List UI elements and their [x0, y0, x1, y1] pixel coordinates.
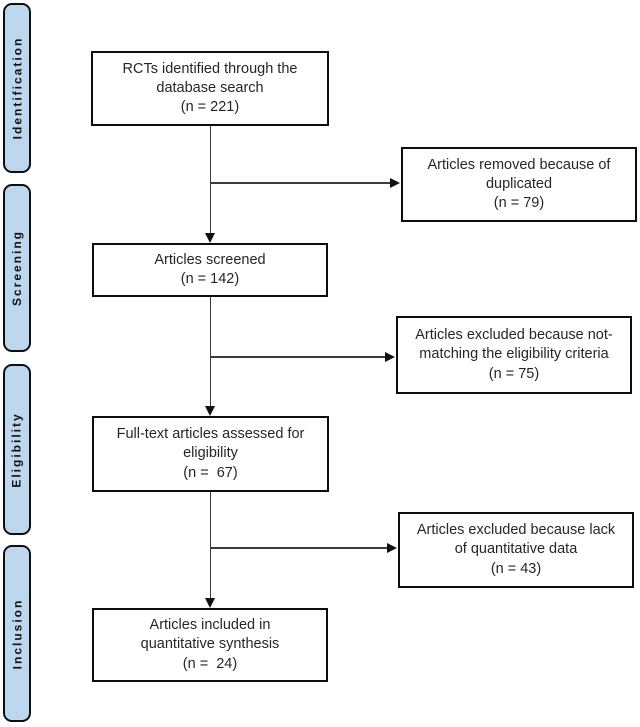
stage-screening-label: Screening	[10, 229, 24, 307]
box-articles-screened: Articles screened (n = 142)	[92, 243, 328, 297]
box-duplicates-removed-text: Articles removed because of duplicated (…	[427, 156, 611, 212]
box-fulltext-assessed-text: Full-text articles assessed for eligibil…	[116, 426, 305, 481]
stage-screening: Screening	[3, 184, 31, 352]
stage-identification: Identification	[3, 3, 31, 173]
box-articles-included: Articles included in quantitative synthe…	[92, 608, 328, 682]
box-fulltext-assessed: Full-text articles assessed for eligibil…	[92, 416, 329, 492]
arrow-to-excluded-no-quantitative-data	[210, 547, 388, 549]
arrow-to-duplicates-removed	[210, 182, 391, 184]
arrow-to-excluded-not-matching	[210, 356, 386, 358]
stage-eligibility: Eligibility	[3, 364, 31, 535]
box-records-identified: RCTs identified through the database sea…	[91, 51, 329, 126]
box-excluded-no-quantitative-data: Articles excluded because lack of quanti…	[398, 512, 634, 588]
box-articles-screened-text: Articles screened (n = 142)	[154, 251, 266, 287]
arrow-identified-to-screened	[209, 126, 211, 234]
stage-eligibility-label: Eligibility	[10, 411, 24, 488]
arrow-fulltext-to-included	[209, 492, 211, 599]
stage-inclusion-label: Inclusion	[10, 598, 25, 669]
box-excluded-no-quantitative-data-text: Articles excluded because lack of quanti…	[416, 522, 616, 577]
stage-identification-label: Identification	[10, 36, 25, 140]
box-records-identified-text: RCTs identified through the database sea…	[122, 60, 298, 116]
box-excluded-not-matching-text: Articles excluded because not- matching …	[415, 327, 613, 382]
box-excluded-not-matching: Articles excluded because not- matching …	[396, 316, 632, 394]
arrow-screened-to-fulltext	[209, 297, 211, 407]
stage-inclusion: Inclusion	[3, 545, 31, 722]
box-articles-included-text: Articles included in quantitative synthe…	[140, 617, 280, 672]
box-duplicates-removed: Articles removed because of duplicated (…	[401, 147, 637, 222]
